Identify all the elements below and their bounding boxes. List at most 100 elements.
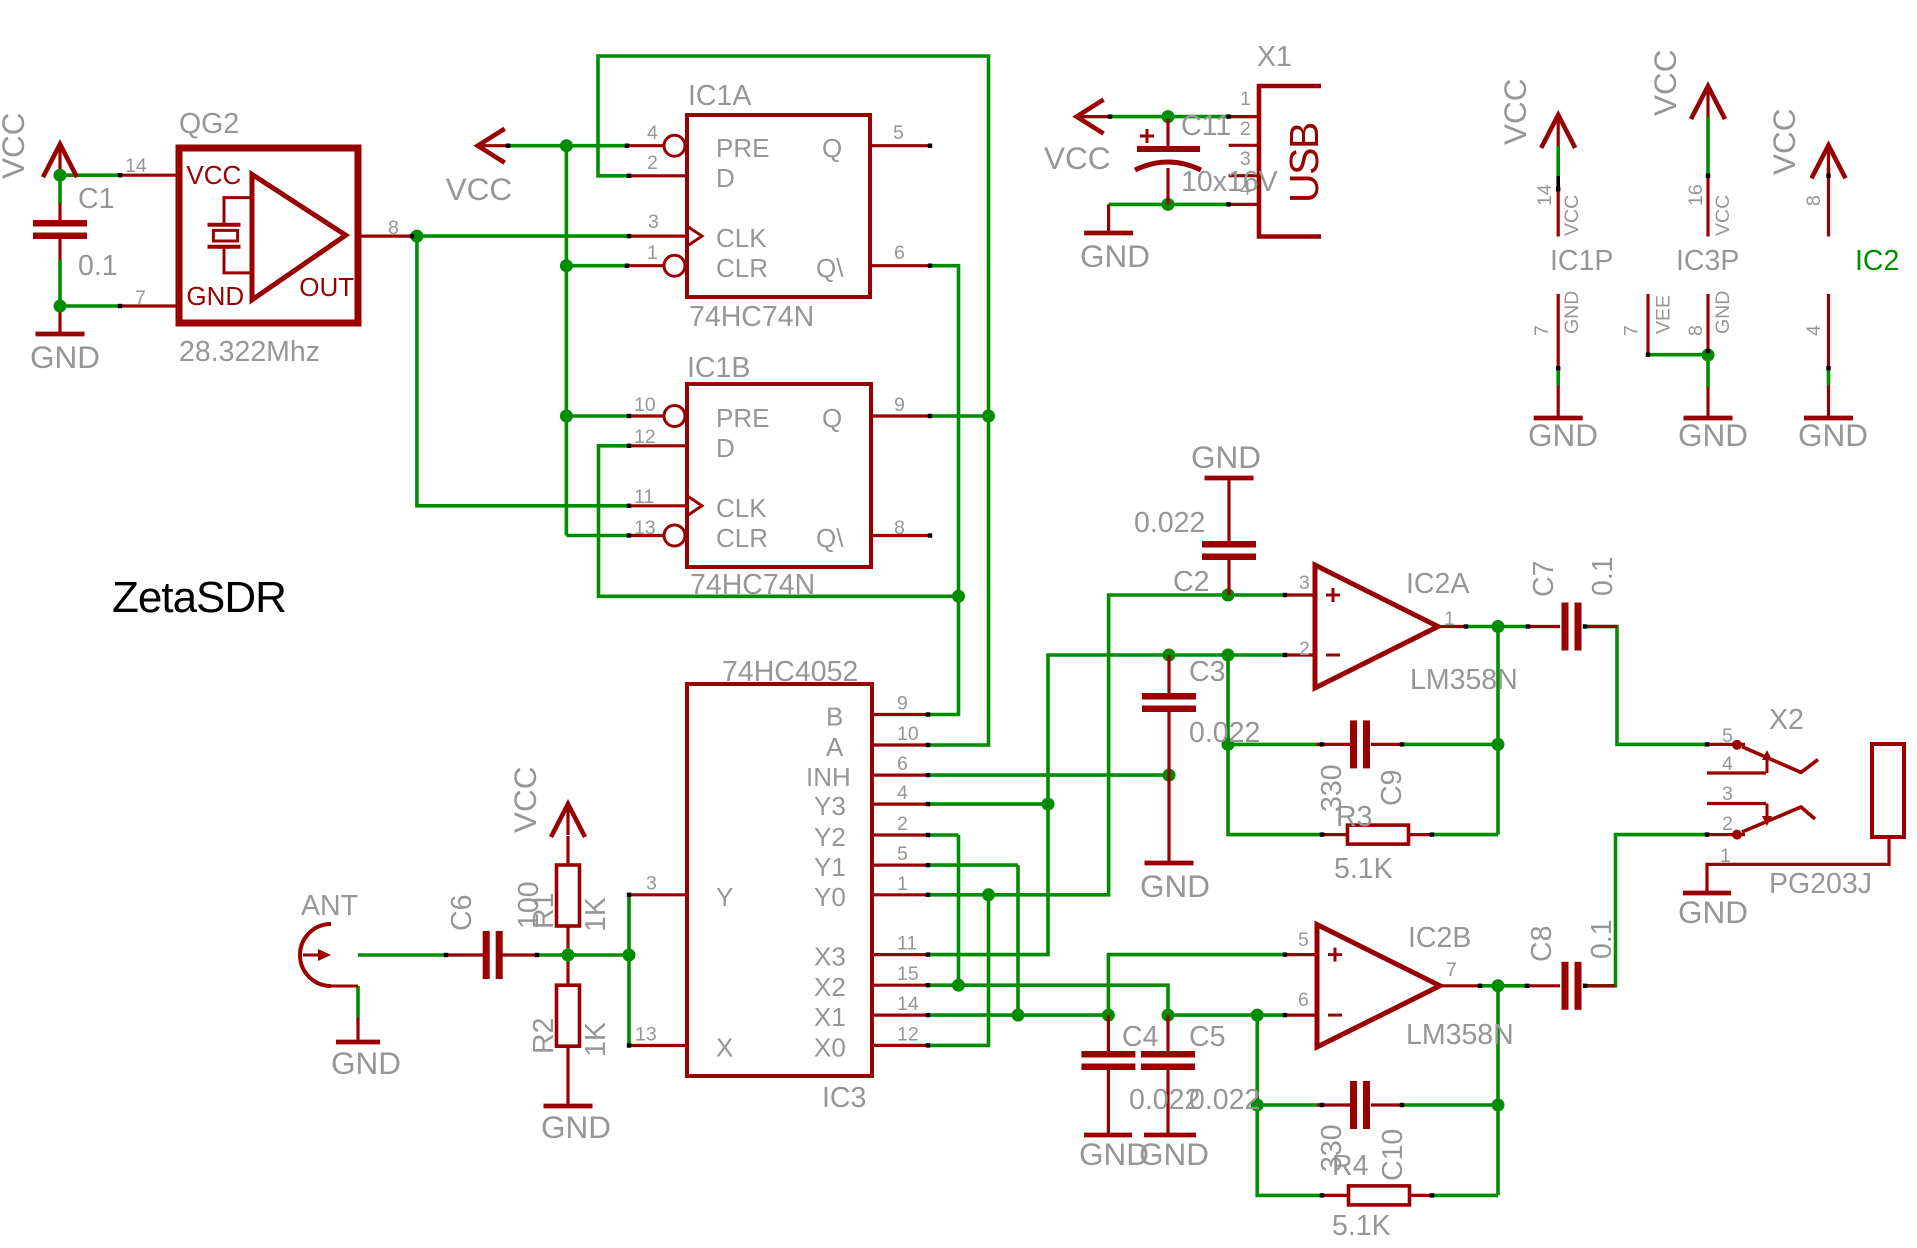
svg-text:GND: GND — [1191, 439, 1261, 475]
svg-text:12: 12 — [897, 1023, 919, 1045]
svg-text:CLR: CLR — [716, 523, 768, 553]
svg-text:8: 8 — [1803, 195, 1825, 206]
svg-text:15: 15 — [897, 963, 919, 985]
svg-text:X1: X1 — [1257, 41, 1292, 73]
svg-text:Y3: Y3 — [814, 791, 846, 821]
svg-text:IC3: IC3 — [822, 1082, 866, 1114]
svg-text:X1: X1 — [814, 1002, 846, 1032]
svg-text:100: 100 — [513, 881, 545, 929]
svg-text:ANT: ANT — [301, 890, 358, 922]
svg-text:IC2A: IC2A — [1406, 568, 1469, 600]
svg-text:13: 13 — [634, 517, 656, 539]
svg-text:IC2: IC2 — [1855, 245, 1899, 277]
svg-text:5: 5 — [1298, 929, 1309, 951]
svg-text:IC2B: IC2B — [1408, 922, 1471, 954]
svg-text:4: 4 — [1722, 753, 1733, 775]
svg-text:C4: C4 — [1122, 1021, 1159, 1053]
svg-text:X2: X2 — [814, 972, 846, 1002]
svg-text:GND: GND — [331, 1045, 401, 1081]
svg-text:R1: R1 — [528, 893, 560, 929]
svg-text:74HC74N: 74HC74N — [690, 569, 815, 601]
svg-text:1K: 1K — [580, 1022, 612, 1057]
svg-text:Y1: Y1 — [814, 852, 846, 882]
svg-text:C1: C1 — [78, 183, 114, 215]
svg-text:11: 11 — [634, 486, 654, 508]
svg-text:3: 3 — [1240, 148, 1251, 170]
svg-text:VCC: VCC — [1647, 49, 1683, 116]
svg-text:330: 330 — [1316, 1124, 1348, 1172]
svg-text:10: 10 — [897, 723, 919, 745]
svg-text:C8: C8 — [1526, 926, 1558, 962]
svg-text:5.1K: 5.1K — [1334, 853, 1393, 885]
svg-text:4: 4 — [1803, 325, 1825, 336]
svg-text:5.1K: 5.1K — [1332, 1210, 1391, 1242]
svg-text:IC3P: IC3P — [1676, 245, 1739, 277]
svg-text:C6: C6 — [446, 895, 478, 931]
svg-text:4: 4 — [897, 782, 908, 804]
svg-text:5: 5 — [897, 843, 908, 865]
svg-text:7: 7 — [135, 287, 146, 309]
svg-text:X2: X2 — [1769, 704, 1804, 736]
svg-text:C2: C2 — [1173, 566, 1209, 598]
svg-text:PG203J: PG203J — [1769, 868, 1872, 900]
svg-text:C9: C9 — [1376, 770, 1408, 806]
svg-text:GND: GND — [1528, 417, 1598, 453]
svg-text:GND: GND — [1079, 1136, 1149, 1172]
svg-text:13: 13 — [635, 1024, 657, 1046]
svg-text:0.022: 0.022 — [1134, 507, 1205, 539]
svg-text:3: 3 — [1299, 572, 1310, 594]
svg-text:VCC: VCC — [186, 160, 241, 190]
svg-text:GND: GND — [186, 281, 244, 311]
svg-text:2: 2 — [647, 152, 658, 174]
svg-text:0.022: 0.022 — [1189, 717, 1260, 749]
svg-text:VCC: VCC — [1712, 195, 1734, 236]
svg-text:C5: C5 — [1189, 1021, 1225, 1053]
svg-text:0.1: 0.1 — [78, 250, 118, 282]
svg-text:GND: GND — [30, 339, 100, 375]
svg-text:D: D — [716, 433, 735, 463]
svg-text:11: 11 — [897, 933, 917, 955]
svg-text:330: 330 — [1316, 764, 1348, 812]
svg-text:14: 14 — [897, 993, 919, 1015]
svg-text:9: 9 — [894, 394, 905, 416]
svg-text:Y: Y — [716, 882, 733, 912]
svg-text:1: 1 — [897, 873, 908, 895]
svg-text:R4: R4 — [1332, 1150, 1369, 1182]
svg-text:GND: GND — [1140, 868, 1210, 904]
svg-text:9: 9 — [897, 693, 908, 715]
svg-text:Y0: Y0 — [814, 882, 846, 912]
svg-text:C11: C11 — [1181, 110, 1231, 142]
svg-text:C3: C3 — [1189, 656, 1225, 688]
svg-text:R2: R2 — [528, 1018, 560, 1054]
svg-text:ZetaSDR: ZetaSDR — [112, 573, 286, 622]
svg-text:LM358N: LM358N — [1406, 1019, 1514, 1051]
svg-text:12: 12 — [634, 426, 656, 448]
svg-text:VCC: VCC — [1561, 195, 1583, 236]
svg-text:VCC: VCC — [507, 766, 543, 833]
svg-text:Q\: Q\ — [816, 253, 844, 283]
svg-text:D: D — [716, 163, 735, 193]
svg-text:Q: Q — [822, 133, 842, 163]
svg-text:CLR: CLR — [716, 253, 768, 283]
svg-text:2: 2 — [1299, 638, 1310, 660]
svg-text:1K: 1K — [580, 897, 612, 932]
svg-text:10x16V: 10x16V — [1181, 166, 1278, 198]
svg-text:1: 1 — [1444, 608, 1455, 630]
svg-text:GND: GND — [1798, 417, 1868, 453]
svg-text:VCC: VCC — [1497, 78, 1533, 145]
svg-text:LM358N: LM358N — [1410, 664, 1518, 696]
svg-text:6: 6 — [894, 242, 905, 264]
svg-text:14: 14 — [1534, 184, 1556, 206]
svg-text:GND: GND — [1080, 238, 1150, 274]
svg-text:8: 8 — [894, 517, 905, 539]
svg-text:2: 2 — [897, 813, 908, 835]
svg-text:X: X — [716, 1033, 733, 1063]
svg-text:0.1: 0.1 — [1586, 919, 1618, 959]
svg-text:14: 14 — [125, 155, 147, 177]
svg-text:74HC4052: 74HC4052 — [722, 656, 858, 688]
svg-text:0.1: 0.1 — [1587, 556, 1619, 596]
svg-text:2: 2 — [1240, 118, 1251, 140]
svg-text:OUT: OUT — [299, 272, 354, 302]
svg-text:PRE: PRE — [716, 133, 769, 163]
svg-text:3: 3 — [1722, 783, 1733, 805]
